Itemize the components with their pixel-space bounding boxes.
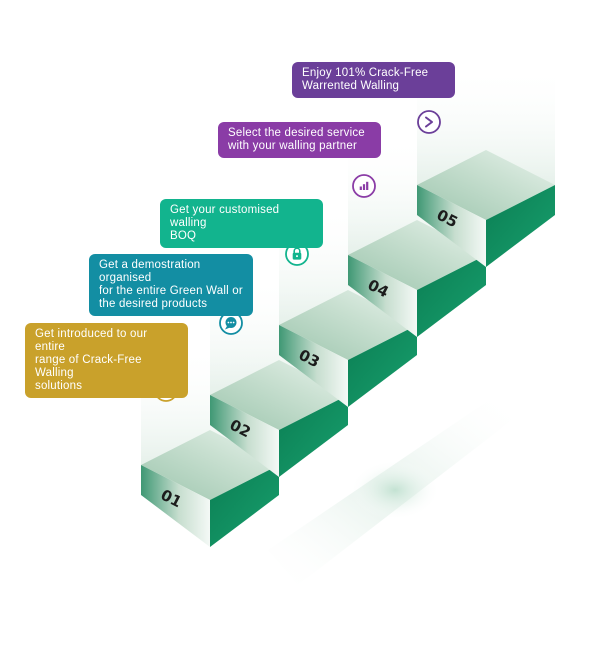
step-front-face: [348, 255, 417, 337]
step-side-face: [348, 325, 417, 407]
step-side-face: [417, 255, 486, 337]
callout-text-line: Enjoy 101% Crack-Free: [302, 67, 429, 79]
step-front-face: [210, 395, 279, 477]
callout-text-line: Select the desired service: [228, 127, 365, 139]
callout-text-line: Warrented Walling: [302, 80, 400, 92]
callout-text-line: BOQ: [170, 230, 197, 242]
step-front-face: [417, 185, 486, 267]
callout-text-line: Get a demostration organised: [99, 259, 201, 284]
lock-icon: [285, 242, 309, 266]
callout-text-line: solutions: [35, 380, 83, 392]
callout-text-line: for the entire Green Wall or: [99, 285, 243, 297]
chevron-right-icon: [417, 110, 441, 134]
floor-glow: [350, 460, 440, 520]
callout-text-line: Get your customised walling: [170, 204, 280, 229]
callout-text-line: Get introduced to our entire: [35, 328, 148, 353]
stair-step-04: 04: [348, 220, 486, 337]
callout-text-line: the desired products: [99, 298, 208, 310]
step-front-face: [141, 465, 210, 547]
step-side-face: [486, 185, 555, 267]
stair-step-05: 05: [417, 150, 555, 267]
step-side-face: [279, 395, 348, 477]
step-side-face: [210, 465, 279, 547]
callout-text-line: with your walling partner: [228, 140, 358, 152]
stair-step-02: 02: [210, 360, 348, 477]
callout-text-line: range of Crack-Free Walling: [35, 354, 142, 379]
step-front-face: [279, 325, 348, 407]
bar-chart-icon: [352, 174, 376, 198]
